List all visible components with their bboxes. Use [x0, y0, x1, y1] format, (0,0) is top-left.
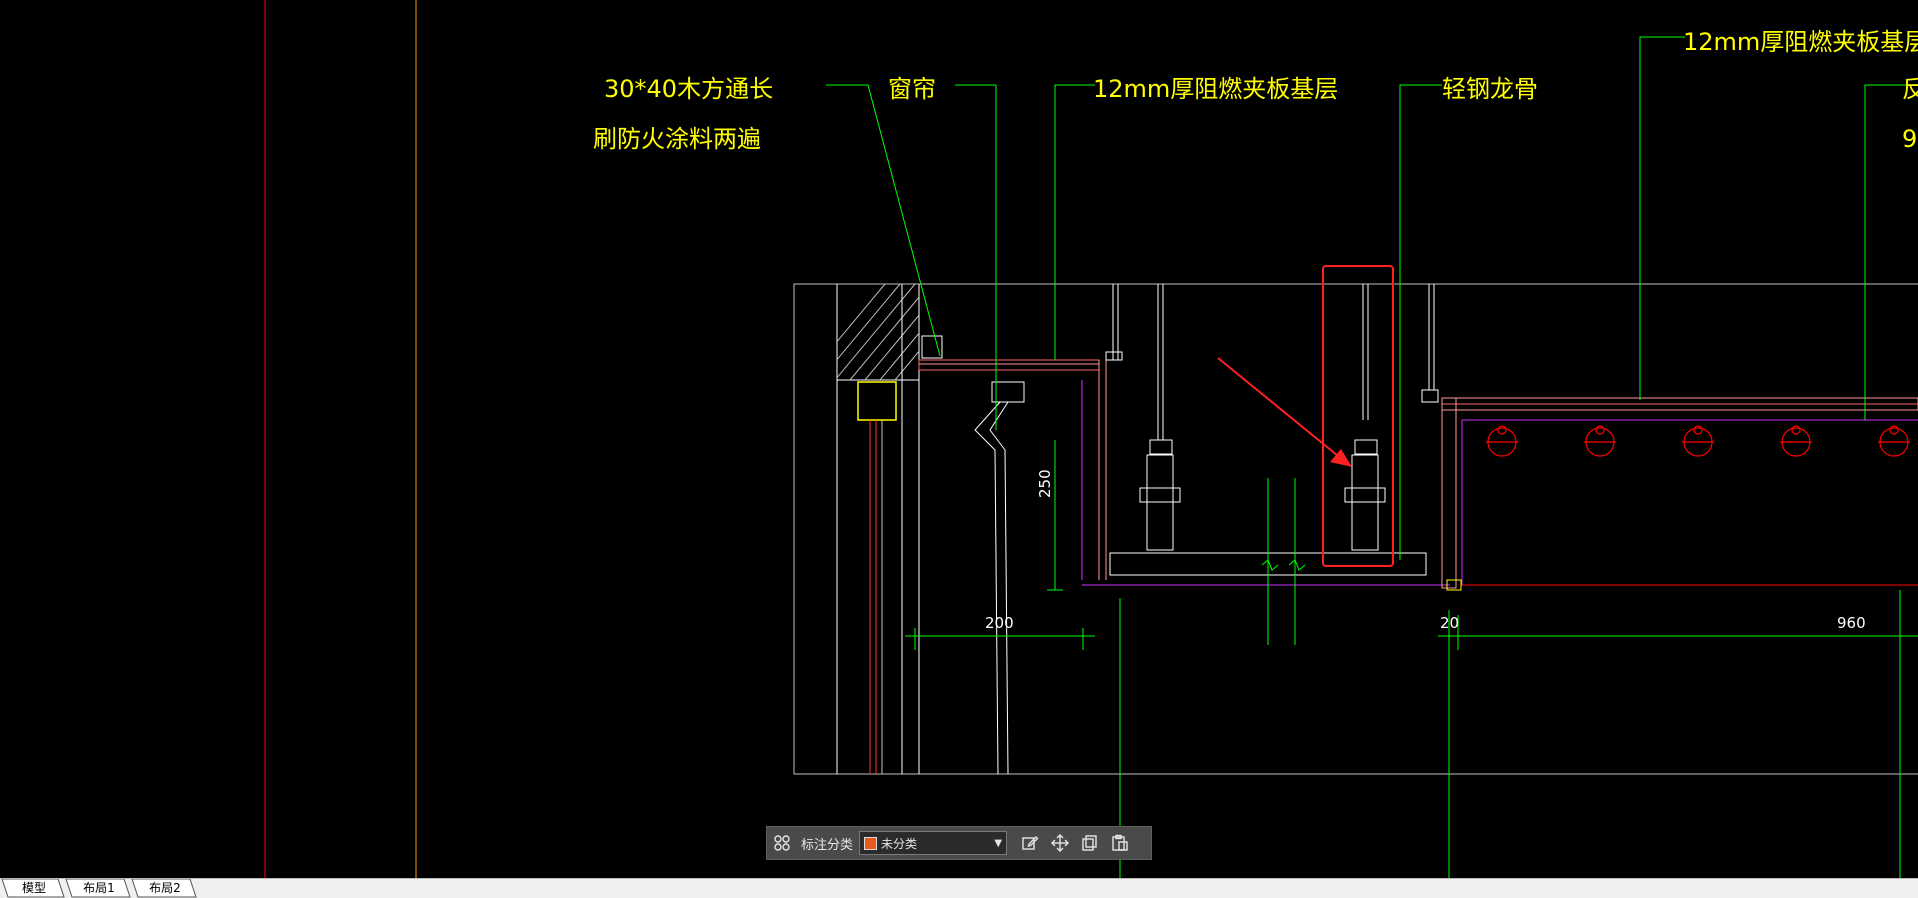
dim-250: 250: [1036, 469, 1054, 498]
light-box: [1441, 397, 1918, 591]
grid-icon[interactable]: [767, 828, 797, 858]
chevron-down-icon: ▼: [994, 837, 1003, 849]
category-color-swatch: [864, 836, 878, 850]
tab-layout2[interactable]: 布局2: [149, 881, 181, 895]
curtain-box: [918, 335, 1450, 775]
tab-model[interactable]: 模型: [21, 881, 46, 895]
dim-960: 960: [1837, 614, 1866, 632]
copy-icon[interactable]: [1075, 828, 1105, 858]
label-light-box-base: 12mm厚阻燃夹板基层灯箱: [1683, 28, 1918, 56]
tab-shapes: [1, 879, 197, 898]
category-select-value: 未分类: [881, 836, 918, 851]
annotation-category-select[interactable]: 未分类 ▼: [859, 831, 1008, 855]
highlight-box: [1322, 265, 1394, 567]
wall-hatch: [836, 284, 920, 774]
drawing-canvas[interactable]: 30*40木方通长 刷防火涂料两遍 窗帘 12mm厚阻燃夹板基层 轻钢龙骨 12…: [0, 0, 1918, 878]
hanger-rods: [1105, 284, 1439, 551]
label-cut-right-2: 9: [1902, 125, 1917, 153]
section-frame: [793, 283, 1918, 775]
edit-icon[interactable]: [1015, 828, 1045, 858]
move-icon[interactable]: [1045, 828, 1075, 858]
dim-20: 20: [1440, 614, 1459, 632]
dim-200: 200: [985, 614, 1014, 632]
leader-lines: [826, 36, 1918, 878]
label-cut-right-1: 反: [1902, 75, 1918, 103]
annotation-category-label: 标注分类: [801, 837, 854, 853]
label-fireproof-paint: 刷防火涂料两遍: [593, 125, 761, 153]
annotation-arrow-head: [1330, 449, 1352, 467]
label-curtain: 窗帘: [888, 75, 936, 103]
layout-tab-bar: 模型 布局1 布局2: [0, 878, 1918, 898]
annotation-toolbar: 标注分类 未分类 ▼: [766, 826, 1152, 860]
annotation-arrow: [1217, 357, 1344, 461]
label-wood-batten: 30*40木方通长: [604, 75, 773, 103]
paste-icon[interactable]: [1105, 828, 1135, 858]
label-light-steel-keel: 轻钢龙骨: [1442, 75, 1538, 103]
label-plywood-base: 12mm厚阻燃夹板基层: [1093, 75, 1338, 103]
light-fixtures: [1486, 425, 1910, 457]
tab-layout1[interactable]: 布局1: [83, 881, 115, 895]
